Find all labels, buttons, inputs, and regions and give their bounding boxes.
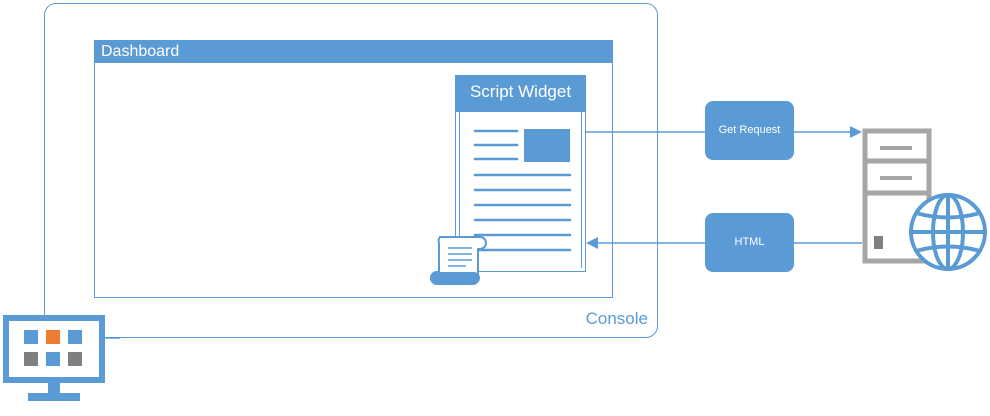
get-request-box: Get Request (705, 101, 794, 160)
globe-icon (909, 193, 987, 271)
script-widget-body (459, 112, 582, 268)
dashboard-header (94, 40, 613, 63)
request-arrowhead (850, 126, 862, 138)
script-scroll-icon (430, 236, 488, 285)
widget-content-lines (473, 129, 572, 252)
monitor-icon (3, 315, 105, 401)
html-response-box: HTML (705, 213, 794, 272)
dashboard-title: Dashboard (101, 43, 180, 60)
script-widget-header (455, 75, 586, 112)
response-arrowhead (586, 237, 598, 249)
console-label: Console (585, 309, 648, 328)
widget-image-block (524, 129, 570, 162)
script-widget-title: Script Widget (469, 82, 572, 101)
